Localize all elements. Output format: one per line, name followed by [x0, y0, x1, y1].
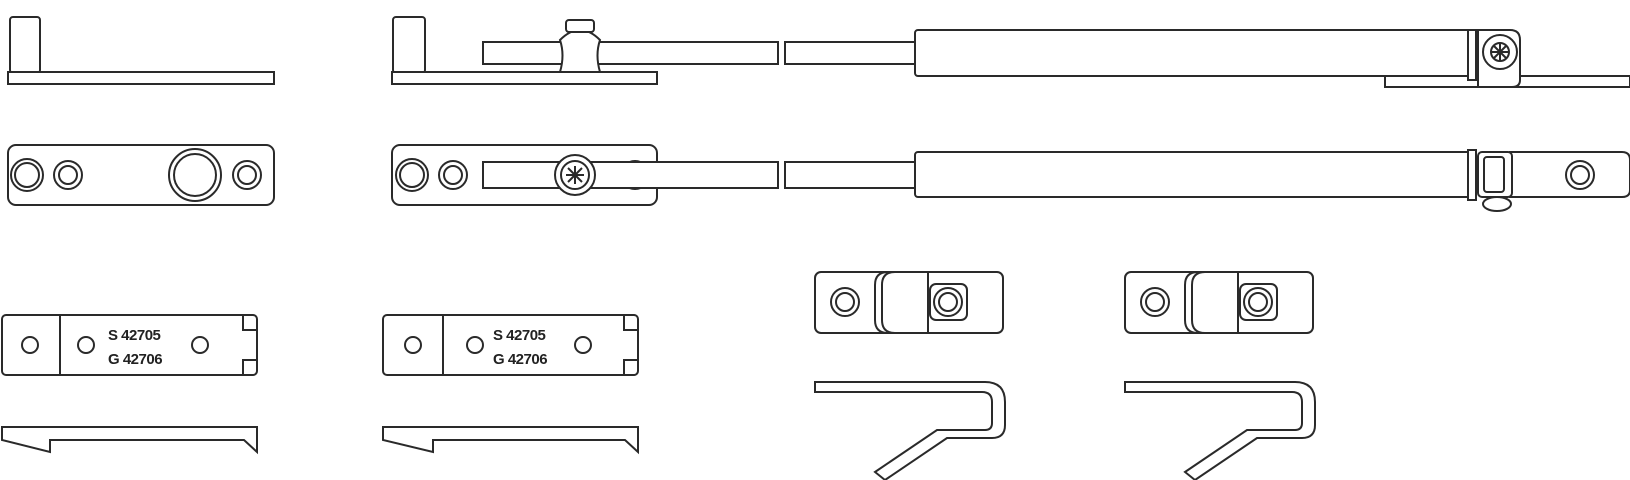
striker-plate-right-top-view: S 42705 G 42706 [382, 314, 639, 376]
hook-bracket-1-top-view [814, 271, 1004, 334]
stay-assembly-top-view [391, 144, 1630, 212]
pin-plate-top-view [7, 144, 275, 206]
striker-plate-left-top-view: S 42705 G 42706 [1, 314, 258, 376]
part-number-g: G 42706 [108, 351, 162, 368]
part-number-s: S 42705 [493, 327, 546, 344]
pin-plate-side-view [7, 16, 275, 85]
striker-plate-left-side-view [0, 426, 258, 455]
hook-bracket-2-top-view [1124, 271, 1314, 334]
part-number-g: G 42706 [493, 351, 547, 368]
stay-assembly-side-view [391, 16, 1630, 88]
striker-plate-right-side-view [382, 426, 639, 455]
part-number-s: S 42705 [108, 327, 161, 344]
hook-bracket-2-side-view [1124, 381, 1316, 480]
hook-bracket-1-side-view [814, 381, 1006, 480]
